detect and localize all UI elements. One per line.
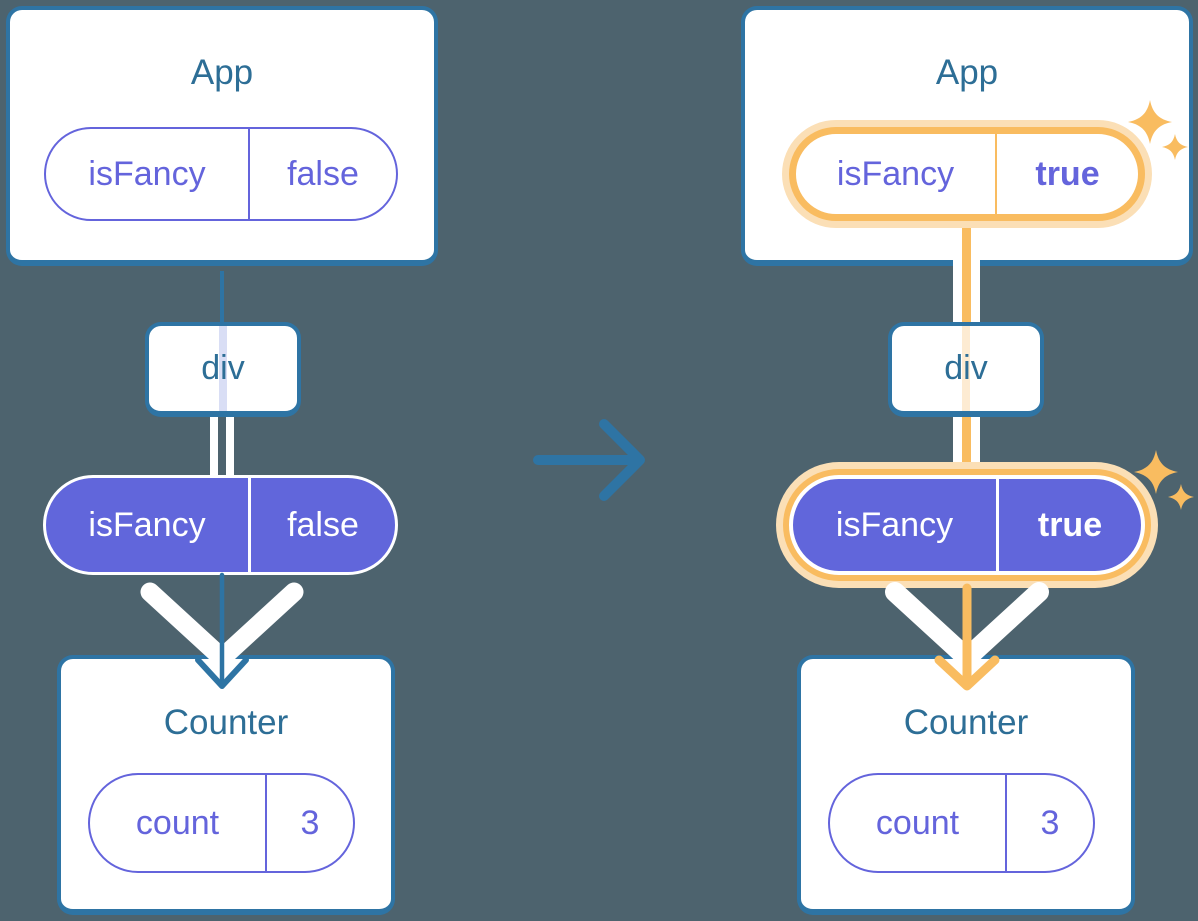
app-prop-pill-after: isFancy true bbox=[789, 127, 1145, 221]
state-value-label: 3 bbox=[300, 803, 320, 842]
prop-name-label: isFancy bbox=[835, 505, 954, 544]
state-value-label: 3 bbox=[1040, 803, 1060, 842]
sparkle-icon bbox=[1134, 450, 1194, 510]
pill-divider bbox=[995, 134, 997, 214]
pill-divider bbox=[996, 479, 999, 571]
app-title-after: App bbox=[935, 53, 999, 92]
pill-divider bbox=[1005, 775, 1007, 871]
div-card-after: div bbox=[888, 322, 1044, 417]
tree-edge-line bbox=[220, 271, 224, 322]
prop-pass-stripe bbox=[219, 326, 227, 411]
transition-arrow-icon bbox=[533, 419, 645, 501]
prop-flow-arrow-icon bbox=[140, 572, 304, 689]
prop-name-label: isFancy bbox=[88, 505, 206, 544]
sparkle-icon bbox=[1128, 100, 1188, 160]
passed-prop-pill-after: isFancy true bbox=[789, 475, 1145, 575]
counter-state-pill-after: count 3 bbox=[828, 773, 1095, 873]
prop-line bbox=[962, 221, 971, 322]
pill-divider bbox=[248, 129, 250, 219]
div-label-after: div bbox=[944, 349, 988, 387]
prop-value-label: true bbox=[1035, 154, 1100, 193]
div-label-before: div bbox=[201, 349, 245, 387]
prop-line bbox=[962, 417, 971, 466]
counter-state-pill-before: count 3 bbox=[88, 773, 355, 873]
prop-value-label: true bbox=[1037, 505, 1103, 544]
prop-name-label: isFancy bbox=[88, 154, 206, 193]
render-edge-line bbox=[210, 417, 218, 475]
pill-divider bbox=[248, 478, 251, 572]
state-name-label: count bbox=[875, 803, 960, 842]
prop-value-label: false bbox=[287, 154, 359, 193]
passed-prop-pill-before: isFancy false bbox=[43, 475, 398, 575]
pill-divider bbox=[265, 775, 267, 871]
prop-value-label: false bbox=[287, 505, 359, 544]
render-edge-line bbox=[226, 417, 234, 475]
div-card-before: div bbox=[145, 322, 301, 417]
state-name-label: count bbox=[135, 803, 220, 842]
prop-name-label: isFancy bbox=[836, 154, 955, 193]
counter-title-after: Counter bbox=[903, 703, 1029, 742]
app-prop-pill-before: isFancy false bbox=[44, 127, 398, 221]
prop-pass-stripe bbox=[962, 326, 970, 411]
app-title-before: App bbox=[190, 53, 254, 92]
counter-title-before: Counter bbox=[163, 703, 289, 742]
prop-flow-arrow-icon bbox=[885, 582, 1049, 691]
